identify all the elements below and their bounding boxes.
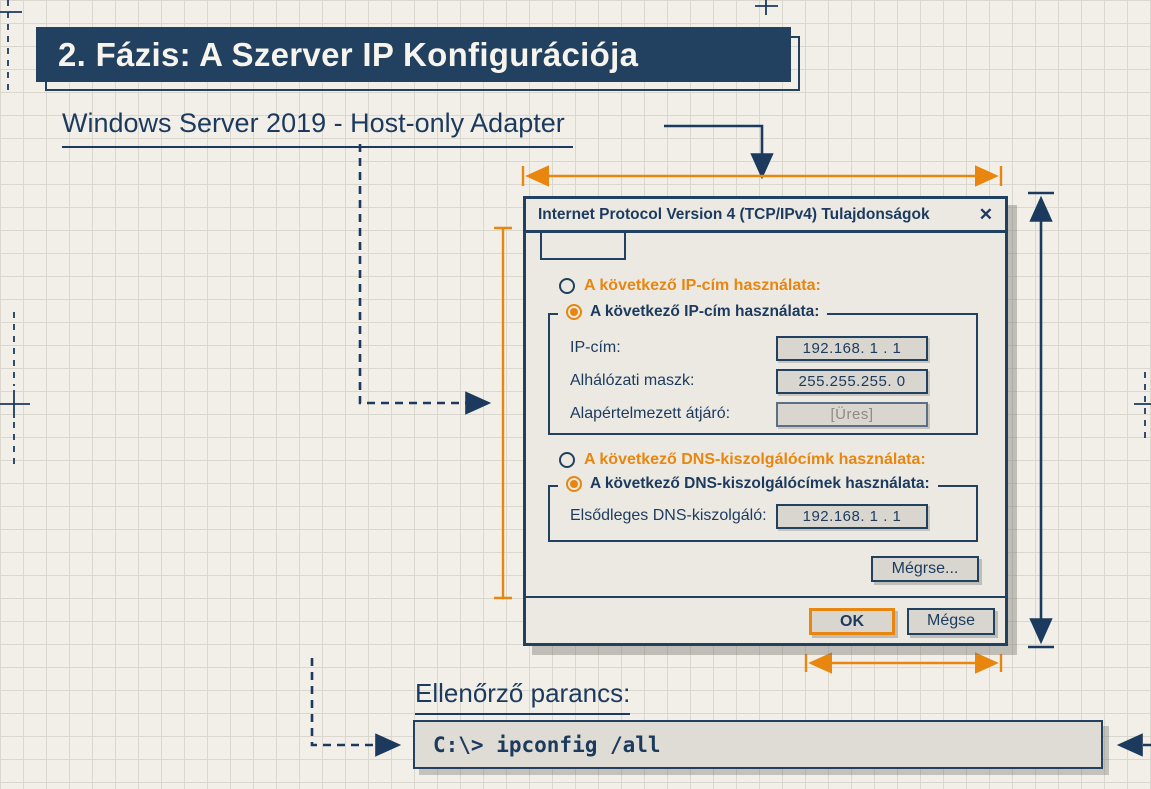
dialog-footer: OK Mégse bbox=[526, 596, 1005, 643]
close-icon[interactable]: ✕ bbox=[978, 204, 993, 224]
radio-selected-icon[interactable] bbox=[566, 476, 582, 492]
primary-dns-input[interactable]: 192.168. 1 . 1 bbox=[776, 503, 928, 529]
radio-row-ip-alt: A következő IP-cím használata: bbox=[559, 277, 821, 295]
radio-unselected-icon[interactable] bbox=[559, 452, 575, 468]
general-tab[interactable] bbox=[540, 233, 626, 260]
dns-group-legend: A következő DNS-kiszolgálócímek használa… bbox=[558, 475, 938, 493]
check-command-label: Ellenőrző parancs: bbox=[415, 678, 631, 715]
cancel-button[interactable]: Mégse bbox=[907, 608, 995, 635]
default-gateway-label: Alapértelmezett átjáró: bbox=[570, 405, 731, 422]
radio-row-dns-alt: A következő DNS-kiszolgálócímk használat… bbox=[559, 451, 926, 469]
radio-selected-icon[interactable] bbox=[566, 304, 582, 320]
subnet-mask-label: Alhálózati maszk: bbox=[570, 372, 695, 389]
ip-group-box: A következő IP-cím használata: IP-cím: 1… bbox=[548, 303, 978, 435]
radio-unselected-icon[interactable] bbox=[559, 278, 575, 294]
ok-button[interactable]: OK bbox=[809, 608, 895, 635]
primary-dns-label: Elsődleges DNS-kiszolgáló: bbox=[570, 507, 767, 524]
terminal-box[interactable]: C:\> ipconfig /all bbox=[413, 720, 1103, 769]
radio-label-dns-alt: A következő DNS-kiszolgálócímk használat… bbox=[584, 451, 926, 468]
ip-address-input[interactable]: 192.168. 1 . 1 bbox=[776, 335, 928, 361]
terminal-command: C:\> ipconfig /all bbox=[433, 732, 661, 757]
dns-group-legend-label: A következő DNS-kiszolgálócímek használa… bbox=[590, 475, 930, 492]
ip-group-legend: A következő IP-cím használata: bbox=[558, 303, 828, 321]
dialog-title: Internet Protocol Version 4 (TCP/IPv4) T… bbox=[538, 205, 930, 223]
ip-address-label: IP-cím: bbox=[570, 339, 621, 356]
field-row-primary-dns: Elsődleges DNS-kiszolgáló: 192.168. 1 . … bbox=[570, 503, 928, 529]
subtitle: Windows Server 2019 - Host-only Adapter bbox=[62, 108, 573, 148]
default-gateway-input[interactable]: [Üres] bbox=[776, 401, 928, 427]
dialog-titlebar: Internet Protocol Version 4 (TCP/IPv4) T… bbox=[526, 199, 1005, 233]
field-row-ip: IP-cím: 192.168. 1 . 1 bbox=[570, 335, 928, 361]
page-title: 2. Fázis: A Szerver IP Konfigurációja bbox=[36, 27, 791, 82]
ip-group-legend-label: A következő IP-cím használata: bbox=[590, 303, 820, 320]
radio-label-ip-alt: A következő IP-cím használata: bbox=[584, 277, 821, 294]
ipv4-properties-dialog: Internet Protocol Version 4 (TCP/IPv4) T… bbox=[523, 196, 1008, 646]
advanced-button[interactable]: Mégrse... bbox=[871, 556, 979, 582]
subnet-mask-input[interactable]: 255.255.255. 0 bbox=[776, 368, 928, 394]
field-row-subnet: Alhálózati maszk: 255.255.255. 0 bbox=[570, 368, 928, 394]
dns-group-box: A következő DNS-kiszolgálócímek használa… bbox=[548, 475, 978, 542]
field-row-gateway: Alapértelmezett átjáró: [Üres] bbox=[570, 401, 928, 427]
